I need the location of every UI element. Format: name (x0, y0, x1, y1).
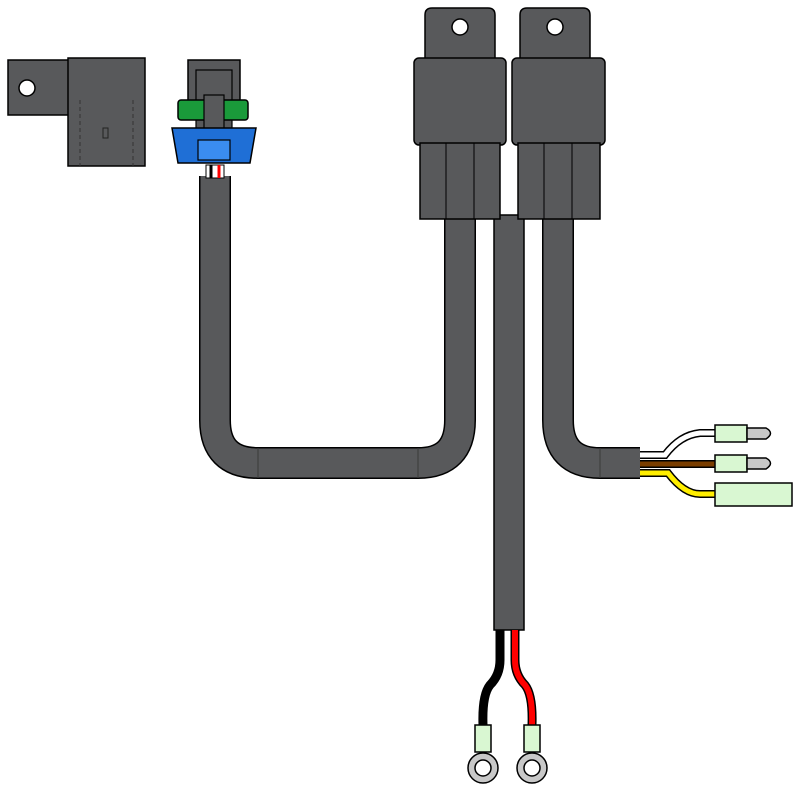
female-terminal-yellow (714, 482, 793, 507)
cable-power (467, 214, 548, 784)
cable-right (542, 215, 640, 479)
relay-1 (413, 7, 507, 220)
relay-2 (511, 7, 606, 220)
cable-left (199, 176, 476, 479)
mounting-bracket (7, 57, 146, 167)
output-wires (640, 424, 793, 507)
bullet-pin-white (746, 427, 772, 440)
bullet-pin-brown (746, 457, 772, 470)
weatherproof-connector (171, 59, 257, 179)
spade-terminal-brown (714, 454, 748, 473)
ring-terminal-positive (516, 724, 548, 784)
spade-terminal-white (714, 424, 748, 443)
ring-terminal-ground (467, 724, 499, 784)
